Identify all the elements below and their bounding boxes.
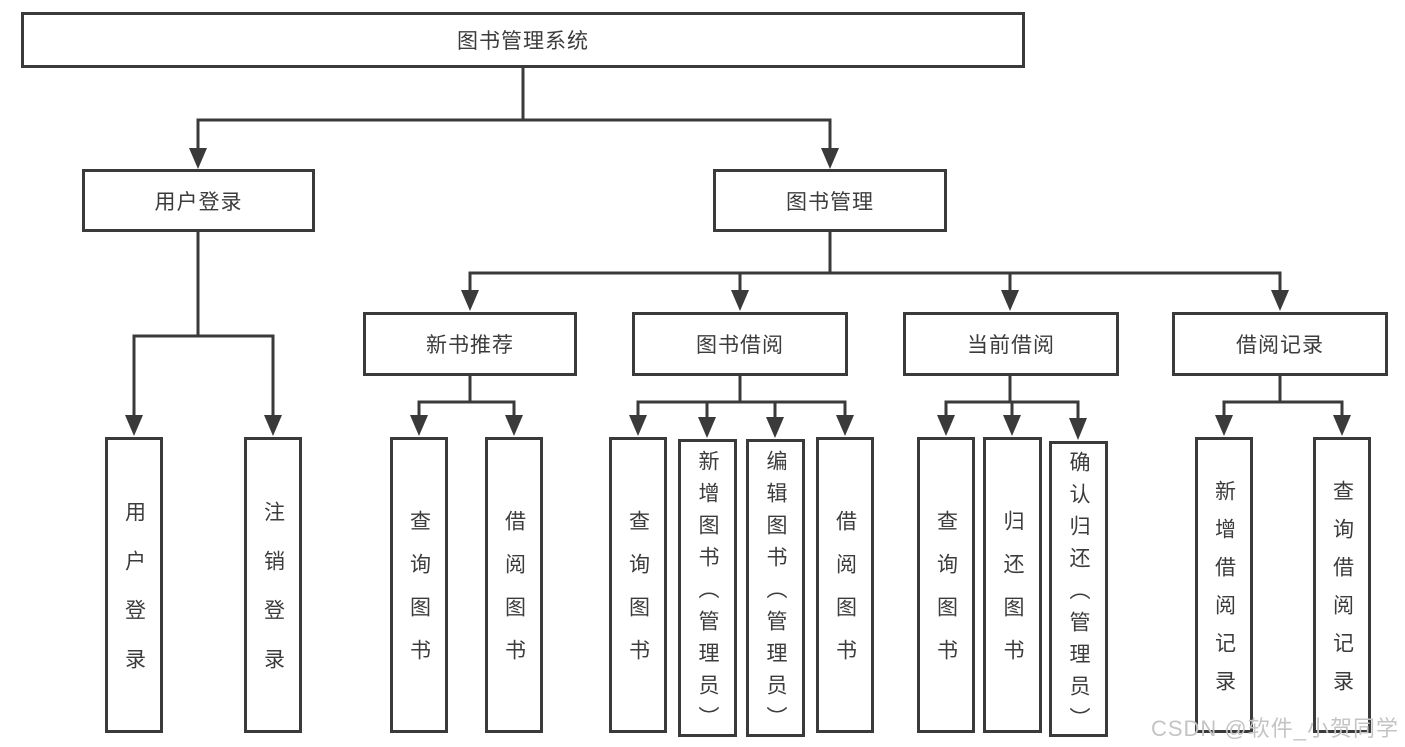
arrow-down-icon bbox=[1215, 415, 1233, 436]
node-label: 图书管理 bbox=[786, 190, 874, 214]
arrow-down-icon bbox=[731, 290, 749, 311]
node-label: 当前借阅 bbox=[967, 334, 1055, 357]
leaf-record-query-borrow-record: 查询借阅记录 bbox=[1313, 437, 1371, 733]
leaf-current-return-book: 归还图书 bbox=[983, 437, 1042, 733]
node-label: 图书借阅 bbox=[696, 334, 784, 357]
leaf-label: 借阅图书 bbox=[502, 510, 526, 682]
arrow-down-icon bbox=[629, 415, 647, 436]
arrow-down-icon bbox=[698, 417, 716, 438]
node-label: 借阅记录 bbox=[1236, 334, 1324, 357]
leaf-label: 新增图书（管理员） bbox=[696, 449, 719, 738]
leaf-borrow-edit-book-admin: 编辑图书（管理员） bbox=[746, 439, 805, 738]
leaf-borrow-borrow-book: 借阅图书 bbox=[816, 437, 874, 733]
arrow-down-icon bbox=[125, 415, 143, 436]
node-library-management-system: 图书管理系统 bbox=[21, 12, 1025, 68]
arrow-down-icon bbox=[410, 415, 428, 436]
node-current-borrow: 当前借阅 bbox=[903, 312, 1119, 376]
leaf-logout-login: 注销登录 bbox=[244, 437, 302, 733]
leaf-recommend-query-book: 查询图书 bbox=[390, 437, 448, 733]
leaf-label: 归还图书 bbox=[1001, 510, 1024, 682]
leaf-recommend-borrow-book: 借阅图书 bbox=[485, 437, 543, 733]
node-borrow-record: 借阅记录 bbox=[1172, 312, 1388, 376]
wire-current-to-leaves bbox=[937, 376, 1087, 440]
arrow-down-icon bbox=[264, 415, 282, 436]
node-label: 图书管理系统 bbox=[457, 30, 589, 53]
arrow-down-icon bbox=[1271, 290, 1289, 311]
arrow-down-icon bbox=[1003, 415, 1021, 436]
node-new-book-recommend: 新书推荐 bbox=[363, 312, 577, 376]
arrow-down-icon bbox=[821, 148, 839, 169]
arrow-down-icon bbox=[836, 415, 854, 436]
leaf-label: 查询图书 bbox=[626, 510, 650, 682]
arrow-down-icon bbox=[766, 417, 784, 438]
node-user-login: 用户登录 bbox=[82, 169, 315, 232]
wire-borrow-to-leaves bbox=[629, 376, 854, 438]
wire-recommend-to-leaves bbox=[410, 376, 523, 436]
leaf-label: 确认归还（管理员） bbox=[1067, 450, 1090, 739]
leaf-user-login: 用户登录 bbox=[105, 437, 163, 733]
wire-root-to-level2 bbox=[189, 68, 839, 169]
node-book-borrow: 图书借阅 bbox=[632, 312, 848, 376]
arrow-down-icon bbox=[505, 415, 523, 436]
leaf-label: 编辑图书（管理员） bbox=[764, 449, 787, 738]
wire-book-management-to-level3 bbox=[461, 232, 1289, 311]
leaf-label: 查询借阅记录 bbox=[1330, 479, 1354, 708]
node-book-management: 图书管理 bbox=[713, 169, 947, 232]
csdn-watermark: CSDN @软件_小贺同学 bbox=[1150, 716, 1399, 741]
node-label: 新书推荐 bbox=[426, 334, 514, 357]
leaf-borrow-add-book-admin: 新增图书（管理员） bbox=[678, 439, 737, 738]
leaf-borrow-query-book: 查询图书 bbox=[609, 437, 667, 733]
arrow-down-icon bbox=[1333, 415, 1351, 436]
leaf-current-confirm-return-admin: 确认归还（管理员） bbox=[1049, 441, 1108, 739]
leaf-current-query-book: 查询图书 bbox=[917, 437, 975, 733]
leaf-label: 借阅图书 bbox=[833, 510, 857, 682]
arrow-down-icon bbox=[1001, 290, 1019, 311]
node-label: 用户登录 bbox=[154, 190, 243, 214]
leaf-label: 用户登录 bbox=[122, 501, 146, 697]
arrow-down-icon bbox=[461, 290, 479, 311]
arrow-down-icon bbox=[937, 415, 955, 436]
arrow-down-icon bbox=[1069, 418, 1087, 440]
leaf-label: 查询图书 bbox=[934, 510, 958, 682]
leaf-label: 注销登录 bbox=[261, 501, 285, 697]
wire-record-to-leaves bbox=[1215, 376, 1351, 436]
leaf-label: 新增借阅记录 bbox=[1212, 479, 1236, 708]
leaf-label: 查询图书 bbox=[407, 510, 431, 682]
arrow-down-icon bbox=[189, 148, 207, 169]
wire-user-login-to-leaves bbox=[125, 232, 282, 436]
leaf-record-add-borrow-record: 新增借阅记录 bbox=[1195, 437, 1253, 733]
